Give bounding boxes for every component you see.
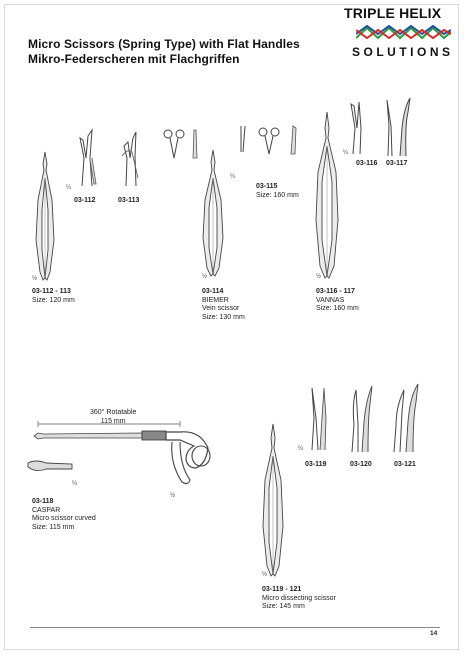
item-label-03-115: 03-115 Size: 160 mm xyxy=(256,183,299,200)
scale-label: ¼ xyxy=(230,174,236,180)
scissors-tip-03-121-image xyxy=(393,383,419,453)
scale-label: ½ xyxy=(262,572,268,578)
item-name: VANNAS xyxy=(316,296,345,304)
caspar-scissors-image xyxy=(33,421,211,485)
scale-label: ½ xyxy=(170,493,176,499)
item-label-03-116-117: 03-116 - 117 VANNAS Size: 160 mm xyxy=(316,288,359,314)
scissors-tip-03-116-image xyxy=(350,101,362,155)
rotatable-note: 360° Rotatable 115 mm xyxy=(90,409,136,426)
item-size: Size: 115 mm xyxy=(32,523,75,531)
item-desc: Micro scissor curved xyxy=(32,515,96,522)
item-code: 03-112 - 113 xyxy=(32,288,71,295)
scissors-tip-03-119-image xyxy=(311,387,327,451)
item-code-03-116: 03-116 xyxy=(356,160,378,167)
item-code-03-120: 03-120 xyxy=(350,461,372,468)
scissors-tip-03-120-image xyxy=(351,385,373,453)
item-desc: Vein scissor xyxy=(202,305,240,312)
item-code: 03-114 xyxy=(202,288,224,295)
scissors-03-119-121-image xyxy=(262,423,284,577)
logo-title: TRIPLE HELIX xyxy=(344,5,442,21)
item-code-03-112: 03-112 xyxy=(74,197,96,204)
scissors-tip-03-112-image xyxy=(79,128,97,187)
page-frame xyxy=(4,4,459,650)
scale-label: ½ xyxy=(316,274,322,280)
item-label-03-114: 03-114 BIEMER Vein scissor Size: 130 mm xyxy=(202,288,245,322)
page-title-en: Micro Scissors (Spring Type) with Flat H… xyxy=(28,37,300,51)
item-name: BIEMER xyxy=(202,296,229,304)
item-code-03-113: 03-113 xyxy=(118,197,140,204)
scale-label: ¼ xyxy=(72,481,78,487)
scissors-03-116-117-image xyxy=(315,111,339,279)
item-code: 03-115 xyxy=(256,183,278,190)
scissors-03-114-image xyxy=(202,149,224,277)
item-size: Size: 160 mm xyxy=(316,305,359,312)
page-title-de: Mikro-Federscheren mit Flachgriffen xyxy=(28,52,240,66)
item-desc: Micro dissecting scissor xyxy=(262,594,336,602)
item-code: 03-116 - 117 xyxy=(316,288,355,295)
item-label-03-112-113: 03-112 - 113 Size: 120 mm xyxy=(32,288,75,305)
scissors-tip-03-114-b-image xyxy=(192,129,198,159)
item-code-03-121: 03-121 xyxy=(394,461,416,468)
helix-logo-icon xyxy=(356,24,451,40)
scissors-tip-03-113-image xyxy=(121,131,139,187)
item-size: Size: 120 mm xyxy=(32,296,75,304)
item-name: CASPAR xyxy=(32,506,61,514)
caspar-tip-image xyxy=(27,460,73,472)
scale-label: ½ xyxy=(202,274,208,280)
item-code-03-119: 03-119 xyxy=(305,461,327,468)
footer-rule xyxy=(30,627,440,628)
scale-label: ¼ xyxy=(66,185,72,191)
item-label-03-119-121: 03-119 - 121 Micro dissecting scissor Si… xyxy=(262,586,336,612)
item-code-03-117: 03-117 xyxy=(386,160,408,167)
scale-label: ¼ xyxy=(298,446,304,452)
item-code: 03-119 - 121 xyxy=(262,586,302,593)
item-label-03-118: 03-118 CASPAR Micro scissor curved Size:… xyxy=(32,498,96,532)
logo-subtitle: SOLUTIONS xyxy=(352,45,454,59)
rotatable-label: 360° Rotatable xyxy=(90,409,137,416)
item-size: Size: 130 mm xyxy=(202,313,245,321)
scissors-03-112-113-image xyxy=(35,151,55,281)
scale-label: ½ xyxy=(32,276,38,282)
length-label: 115 mm xyxy=(100,417,126,425)
scissors-tip-03-114-a-image xyxy=(163,129,185,159)
page-number: 14 xyxy=(430,630,438,637)
item-size: Size: 160 mm xyxy=(256,191,299,199)
item-code: 03-118 xyxy=(32,498,54,505)
scissors-tip-03-115-image xyxy=(240,125,297,155)
item-size: Size: 145 mm xyxy=(262,603,305,610)
scissors-tip-03-117-image xyxy=(386,97,411,157)
scale-label: ¼ xyxy=(343,150,349,156)
